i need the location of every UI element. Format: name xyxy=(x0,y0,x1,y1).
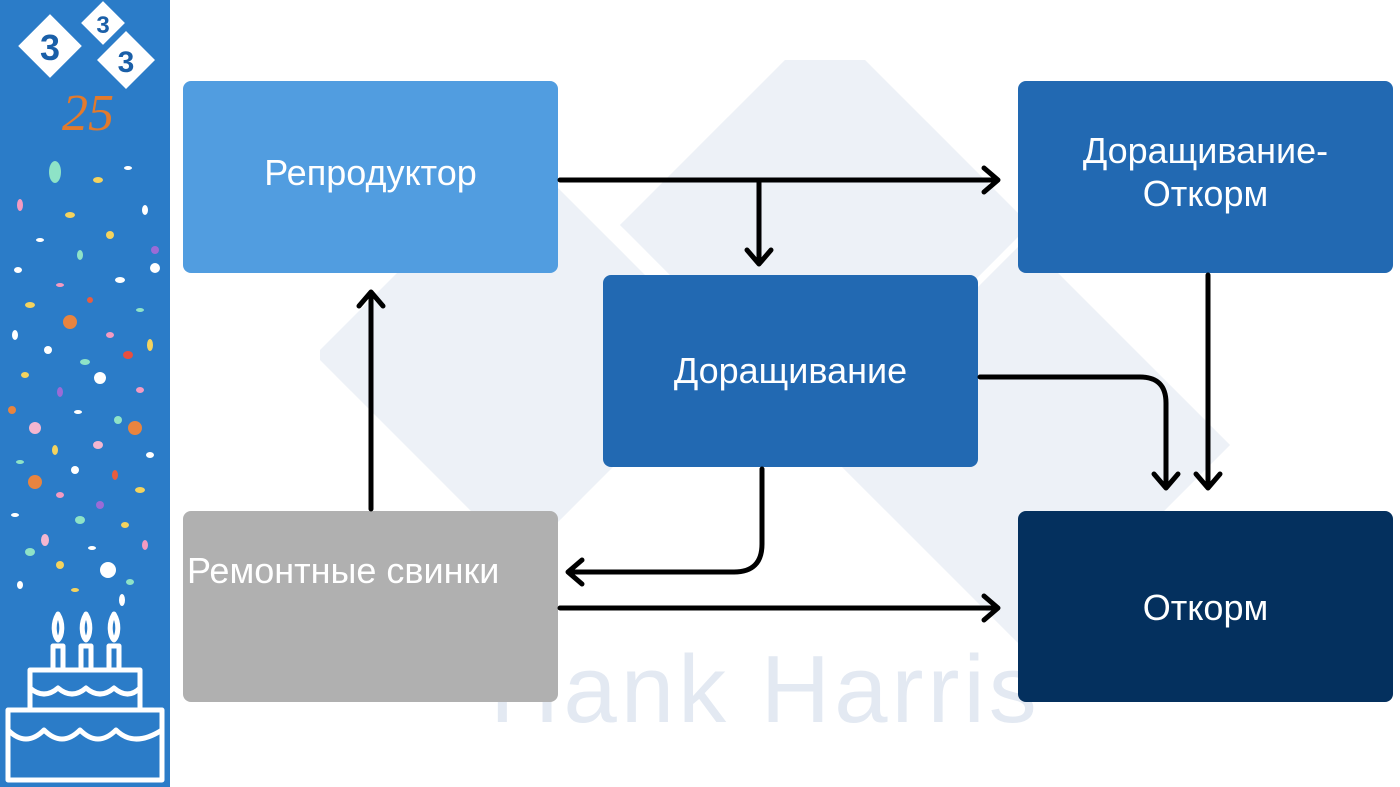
node-label: Откорм xyxy=(1142,586,1269,628)
sidebar-banner: 3 3 3 25 xyxy=(0,0,170,787)
arrow-head xyxy=(1193,471,1223,491)
logo-number: 25 xyxy=(62,85,114,142)
arrow-head xyxy=(744,247,774,267)
logo-digit: 3 xyxy=(96,12,109,39)
birthday-cake-icon xyxy=(5,611,165,783)
node-label: Доращивание-Откорм xyxy=(1082,129,1329,214)
node-gilts: Ремонтные свинки xyxy=(183,511,558,702)
logo: 3 3 3 25 xyxy=(13,0,160,142)
arrow-head xyxy=(981,593,1001,623)
arrow-head xyxy=(565,557,585,587)
arrow-head xyxy=(356,289,386,309)
banner-art: 3 3 3 25 xyxy=(5,0,165,783)
node-nursery: Доращивание xyxy=(603,275,978,467)
logo-digit: 3 xyxy=(40,27,60,68)
node-label: Репродуктор xyxy=(264,152,477,194)
node-label: Доращивание xyxy=(673,350,908,392)
arrow-nursery-to-gilts xyxy=(567,466,765,575)
node-label: Ремонтные свинки xyxy=(187,550,500,591)
node-nursery-finishing: Доращивание-Откорм xyxy=(1018,81,1393,273)
arrow-nursery-to-finishing xyxy=(977,374,1169,489)
node-reproductor: Репродуктор xyxy=(183,81,558,273)
watermark-text: Hank Harris xyxy=(490,636,1041,743)
node-finishing: Откорм xyxy=(1018,511,1393,702)
confetti xyxy=(8,161,160,606)
arrow-head xyxy=(1151,471,1181,491)
arrow-head xyxy=(981,165,1001,195)
logo-digit: 3 xyxy=(118,46,135,79)
